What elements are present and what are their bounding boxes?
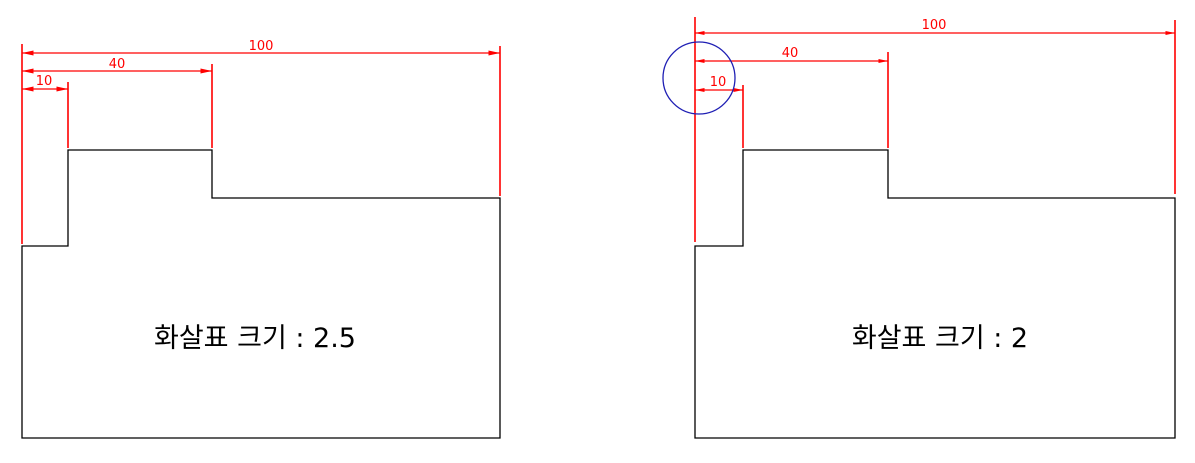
left-dim-10-text: 10 [36, 74, 53, 89]
left-caption: 화살표 크기 : 2.5 [154, 323, 356, 354]
right-dimension-40: 40 [695, 46, 888, 63]
left-dimension-40: 40 [22, 57, 212, 74]
right-part-outline [694, 149, 1176, 439]
right-caption: 화살표 크기 : 2 [852, 323, 1028, 354]
left-dim-100-text: 100 [249, 39, 274, 54]
left-dim-40-arrow-start [22, 68, 34, 74]
left-dimension-10: 10 [22, 74, 68, 92]
right-dimension-10: 10 [695, 75, 743, 92]
left-dim-10-arrow-start [22, 86, 34, 92]
left-dim-10-arrow-end [56, 86, 68, 92]
right-dim-10-text: 10 [710, 75, 727, 90]
right-dimension-100: 100 [695, 18, 1175, 35]
left-dim-40-arrow-end [200, 68, 212, 74]
right-dim-100-text: 100 [922, 18, 947, 33]
left-dim-100-arrow-end [488, 50, 500, 56]
highlight-circle-marker [662, 41, 736, 115]
right-dim-10-arrow-start [695, 88, 705, 92]
right-dim-10-arrow-end [733, 88, 743, 92]
left-part-outline [21, 149, 501, 439]
right-dim-100-arrow-start [695, 31, 705, 35]
right-dim-40-text: 40 [782, 46, 799, 61]
right-drawing: 100 40 10 화살표 크기 : 2 [662, 17, 1176, 439]
left-dim-40-text: 40 [109, 57, 126, 72]
left-dimension-100: 100 [22, 39, 500, 56]
right-dim-40-arrow-end [878, 59, 888, 63]
right-dim-100-arrow-end [1165, 31, 1175, 35]
right-dim-40-arrow-start [695, 59, 705, 63]
left-dim-100-arrow-start [22, 50, 34, 56]
left-drawing: 100 40 10 화살표 크기 : 2.5 [21, 39, 501, 439]
